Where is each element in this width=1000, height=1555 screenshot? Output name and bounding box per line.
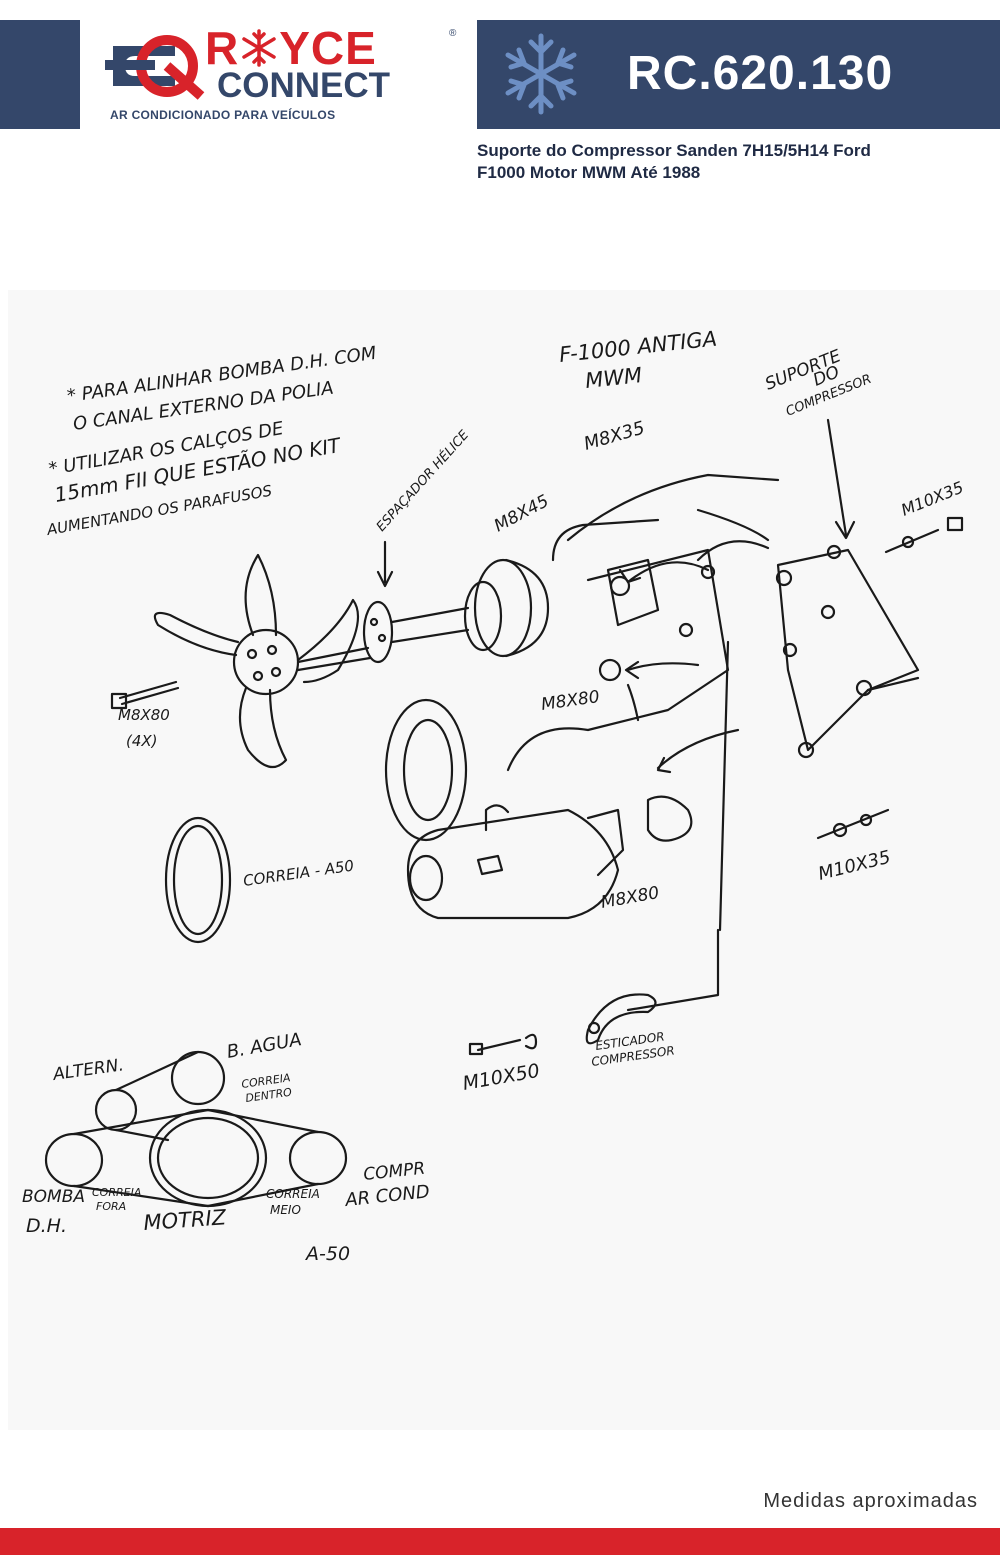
- bolt-m8x80-low-label: M8X80: [599, 883, 660, 913]
- snowflake-o-icon: [239, 26, 279, 67]
- belt-middle-label-line2: MEIO: [270, 1203, 301, 1217]
- header-left-block: [0, 20, 80, 129]
- belt-water-pump-label: B. AGUA: [225, 1029, 303, 1063]
- belt-code-label: A-50: [304, 1243, 350, 1265]
- brand-emblem-icon: [105, 35, 205, 100]
- belt-inner-label-line2: DENTRO: [245, 1086, 293, 1105]
- bolt-m10x50-label: M10X50: [461, 1060, 541, 1095]
- product-title-line2: F1000 Motor MWM Até 1988: [477, 163, 701, 182]
- bolt-m10x35-top-label: M10X35: [898, 478, 966, 520]
- belt-outer-label-line1: CORREIA: [92, 1186, 141, 1199]
- assembly-sketch-drawing: * PARA ALINHAR BOMBA D.H. COM O CANAL EX…: [22, 327, 966, 1265]
- product-title-line1: Suporte do Compressor Sanden 7H15/5H14 F…: [477, 141, 871, 160]
- product-code: RC.620.130: [627, 47, 894, 100]
- belt-alternator-label: ALTERN.: [51, 1055, 125, 1085]
- belt-pump-dh-label-line1: BOMBA: [22, 1187, 85, 1207]
- belt-outer-label-line2: FORA: [96, 1200, 126, 1213]
- belt-middle-label-line1: CORREIA: [266, 1187, 320, 1201]
- bolt-m8x45-label: M8X45: [491, 491, 552, 536]
- product-code-banner: RC.620.130: [477, 20, 1000, 129]
- bolt-m8x80-qty: (4X): [126, 732, 158, 750]
- product-title: Suporte do Compressor Sanden 7H15/5H14 F…: [477, 140, 997, 184]
- bolt-m10x35-low-label: M10X35: [816, 847, 893, 885]
- brand-tagline: AR CONDICIONADO PARA VEÍCULOS: [110, 108, 336, 122]
- spacer-label: ESPAÇADOR HÉLICE: [373, 427, 473, 535]
- assembly-sketch: * PARA ALINHAR BOMBA D.H. COM O CANAL EX…: [8, 290, 1000, 1430]
- engine-label-line1: F-1000 ANTIGA: [558, 327, 718, 367]
- brand-name-connect: CONNECT: [217, 66, 391, 105]
- belt-ac-comp-label-line2: AR COND: [343, 1181, 430, 1211]
- bolt-m8x80-label: M8X80: [118, 706, 170, 724]
- registered-mark: ®: [449, 28, 457, 39]
- bolt-m8x80-mid-label: M8X80: [540, 687, 601, 715]
- footer-red-bar: [0, 1528, 1000, 1555]
- belt-ac-comp-label-line1: COMPR: [362, 1159, 426, 1185]
- bolt-m8x35-label: M8X35: [582, 417, 648, 454]
- snowflake-icon: [505, 33, 577, 115]
- engine-label-line2: MWM: [584, 363, 643, 393]
- belt-pump-dh-label-line2: D.H.: [26, 1215, 67, 1237]
- belt-crank-label: MOTRIZ: [143, 1205, 228, 1235]
- belt-a50-label: CORREIA - A50: [242, 857, 355, 890]
- approximate-measures-note: Medidas aproximadas: [763, 1490, 978, 1512]
